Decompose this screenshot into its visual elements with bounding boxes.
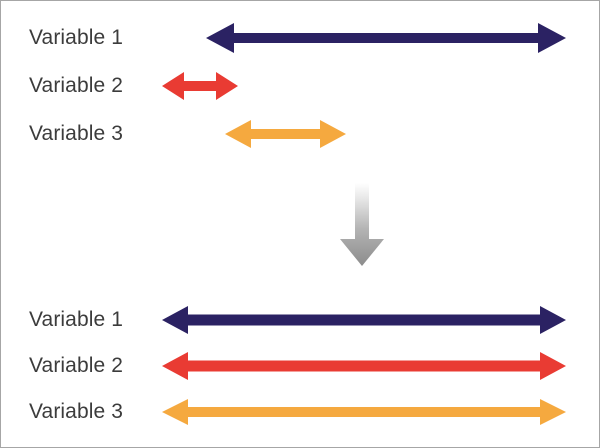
- arrow-after-variable-2: [162, 351, 566, 381]
- row-after-variable-3: Variable 3: [1, 389, 599, 435]
- arrow-shape: [206, 23, 566, 53]
- row-before-variable-1: Variable 1: [1, 15, 599, 61]
- arrow-before-variable-3: [225, 119, 346, 149]
- arrow-shape: [162, 72, 238, 100]
- arrow-shape: [162, 306, 566, 334]
- arrow-after-variable-3: [162, 398, 566, 426]
- label-before-variable-3: Variable 3: [29, 122, 124, 145]
- row-before-variable-2: Variable 2: [1, 63, 599, 109]
- arrow-after-variable-1: [162, 305, 566, 335]
- row-after-variable-2: Variable 2: [1, 343, 599, 389]
- label-before-variable-1: Variable 1: [29, 26, 124, 49]
- label-after-variable-1: Variable 1: [29, 308, 124, 331]
- section-after: Variable 1 Variable 2 Variable 3: [1, 297, 599, 445]
- label-after-variable-2: Variable 2: [29, 354, 124, 377]
- section-before: Variable 1 Variable 2 Variable 3: [1, 15, 599, 165]
- arrow-before-variable-1: [206, 22, 566, 54]
- arrow-shape: [162, 399, 566, 425]
- row-before-variable-3: Variable 3: [1, 111, 599, 157]
- down-arrow-icon: [339, 183, 385, 267]
- label-after-variable-3: Variable 3: [29, 400, 124, 423]
- row-after-variable-1: Variable 1: [1, 297, 599, 343]
- label-before-variable-2: Variable 2: [29, 74, 124, 97]
- arrow-shape: [225, 120, 346, 148]
- arrow-before-variable-2: [162, 71, 238, 101]
- arrow-shape: [162, 352, 566, 380]
